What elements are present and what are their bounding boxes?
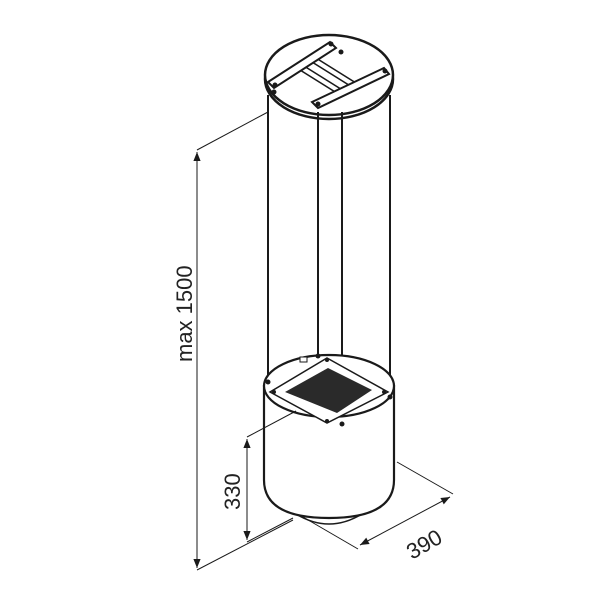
hood-body xyxy=(262,353,396,525)
dimension-label-body-height: 330 xyxy=(220,473,245,510)
dimension-label-height-max: max 1500 xyxy=(172,265,197,362)
dimension-label-diameter: 390 xyxy=(402,524,446,564)
dimension-body-height xyxy=(243,410,297,543)
grease-filter xyxy=(285,368,372,413)
dimension-diameter xyxy=(302,461,454,550)
ceiling-mount-plate xyxy=(263,33,395,121)
dimension-height-max xyxy=(193,111,294,571)
